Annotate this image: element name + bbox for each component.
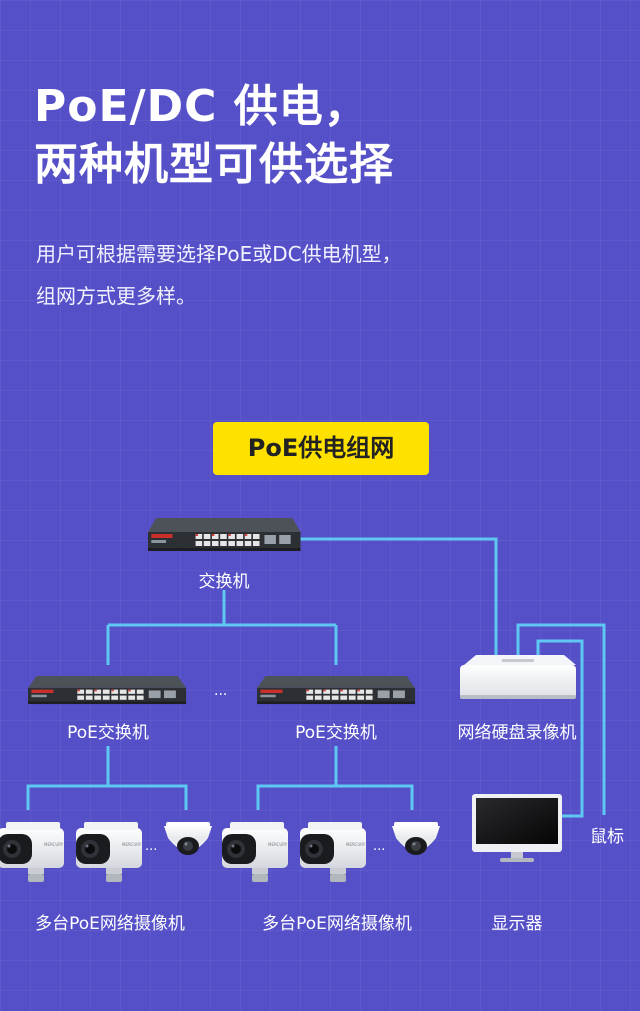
link-switch-to-nvr [300,537,498,655]
dome-camera-icon [164,822,212,855]
description: 用户可根据需要选择PoE或DC供电机型， 组网方式更多样。 [36,233,402,317]
poe-switch-right-label: PoE交换机 [295,723,377,743]
nvr-icon [460,655,576,699]
ellipsis-cameras-left: ... [145,839,157,854]
bullet-camera-icon [222,822,288,882]
link-poe-right-cams [256,784,414,810]
poe-switch-left-label: PoE交换机 [67,723,149,743]
headline: PoE/DC 供电， 两种机型可供选择 [34,78,394,194]
link-nvr-to-monitor [536,639,584,818]
poe-network-badge: PoE供电组网 [213,422,429,475]
description-line-2: 组网方式更多样。 [36,284,196,308]
connection-lines [26,537,606,818]
camera-brand-label: MERCURY [122,842,142,847]
bullet-camera-icon [0,822,64,882]
camera-brand-label: MERCURY [268,842,288,847]
ellipsis-cameras-right: ... [373,839,385,854]
camera-brand-label: MERCURY [346,842,366,847]
bullet-camera-icon [300,822,366,882]
description-line-1: 用户可根据需要选择PoE或DC供电机型， [36,242,402,266]
link-nvr-to-mouse [516,623,606,815]
main-switch-label: 交换机 [198,572,250,592]
cameras-left-label: 多台PoE网络摄像机 [35,914,185,934]
poe-switch-left-icon [28,676,187,705]
monitor-icon [472,794,562,862]
headline-line-1: PoE/DC 供电， [34,81,369,132]
nvr-label: 网络硬盘录像机 [457,723,577,743]
monitor-label: 显示器 [491,914,543,934]
bullet-camera-icon [76,822,142,882]
link-poe-left-cams [26,784,188,810]
main-switch-icon [148,518,301,551]
camera-brand-label: MERCURY [44,842,64,847]
poe-switch-right-icon [257,676,416,705]
dome-camera-icon [392,822,440,855]
mouse-label: 鼠标 [590,827,624,847]
ellipsis-switches: ... [214,683,227,699]
cameras-right-label: 多台PoE网络摄像机 [262,914,412,934]
headline-line-2: 两种机型可供选择 [34,139,394,190]
